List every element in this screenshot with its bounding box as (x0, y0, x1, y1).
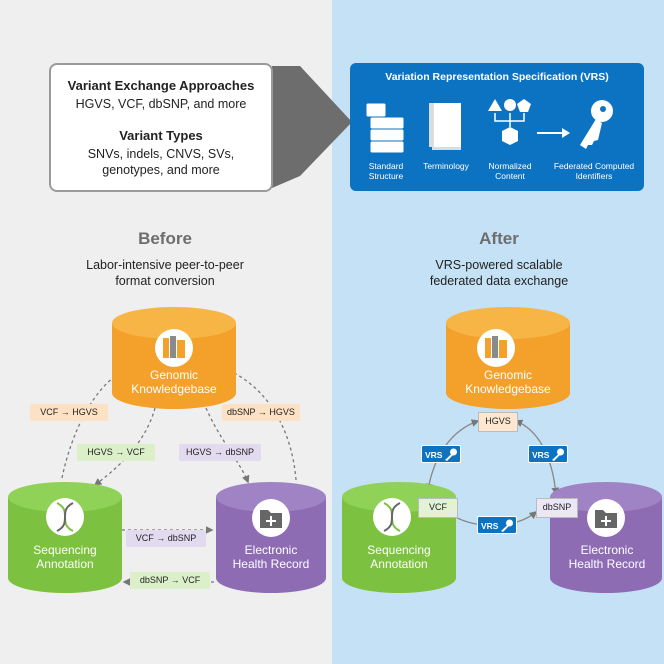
exchange-approaches-list: HGVS, VCF, dbSNP, and more (75, 97, 247, 111)
key-icon (580, 100, 613, 149)
format-vcf: VCF (418, 498, 458, 518)
normalized-content-icon (488, 99, 531, 145)
vrs-title: Variation Representation Specification (… (385, 71, 609, 83)
before-genomic-cylinder (112, 307, 236, 409)
vrs-badge-left: VRS (421, 445, 461, 463)
terminology-icon (429, 103, 461, 150)
format-hgvs: HGVS (478, 412, 518, 432)
key-icon (552, 448, 564, 461)
vrs-box: Variation Representation Specification (… (350, 63, 644, 191)
conv-vcf-hgvs: VCF → HGVS (30, 404, 108, 421)
after-genomic-cylinder (446, 307, 570, 409)
conv-hgvs-vcf: HGVS → VCF (77, 444, 155, 461)
funnel-arrow (272, 66, 352, 188)
conv-vcf-dbsnp: VCF → dbSNP (126, 530, 206, 547)
conv-dbsnp-vcf: dbSNP → VCF (130, 572, 210, 589)
key-icon (445, 448, 457, 461)
terminology-label: Terminology (423, 161, 469, 171)
vrs-badge-bottom: VRS (477, 516, 517, 534)
before-ehr-cylinder (216, 482, 326, 593)
exchange-approaches-title: Variant Exchange Approaches (67, 78, 255, 93)
conv-dbsnp-hgvs: dbSNP → HGVS (222, 404, 300, 421)
variant-types-title: Variant Types (119, 128, 203, 143)
vrs-icons (365, 99, 613, 154)
variant-info-box: Variant Exchange Approaches HGVS, VCF, d… (49, 63, 273, 192)
variant-types-line2: genotypes, and more (102, 163, 220, 177)
after-heading: After (479, 229, 519, 248)
format-dbsnp: dbSNP (536, 498, 578, 518)
arrow-genomic-to-ehr (205, 407, 250, 484)
arrow-right-icon (537, 128, 570, 138)
before-heading: Before (138, 229, 192, 248)
after-ehr-cylinder (550, 482, 662, 593)
variant-types-line1: SNVs, indels, CNVS, SVs, (87, 147, 235, 161)
key-icon (501, 519, 513, 532)
after-seq-cylinder (342, 482, 456, 593)
arrow-ehr-to-genomic (226, 369, 297, 481)
standard-structure-icon (365, 102, 405, 154)
conv-hgvs-dbsnp: HGVS → dbSNP (179, 444, 261, 461)
before-seq-cylinder (8, 482, 122, 593)
vrs-badge-right: VRS (528, 445, 568, 463)
